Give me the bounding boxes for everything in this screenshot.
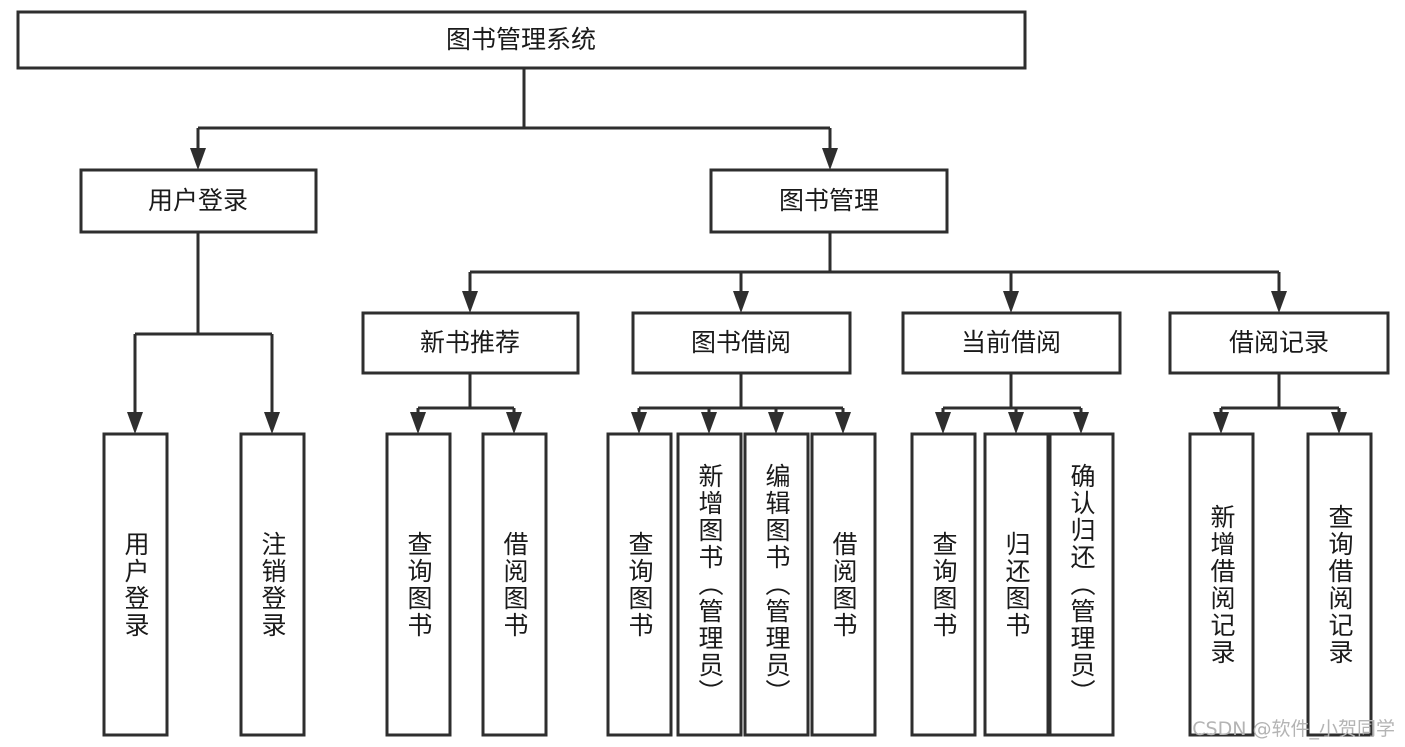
node-leaf-cur-query-book-box[interactable]	[910, 432, 977, 737]
arrowhead-leaf-borrow-edit-book	[768, 412, 784, 434]
arrowhead-book-borrow	[733, 291, 749, 313]
node-borrow-record[interactable]: 借阅记录	[1168, 311, 1390, 375]
node-leaf-user-logout-box[interactable]	[239, 432, 306, 737]
node-leaf-borrow-edit-book-box[interactable]	[743, 432, 810, 737]
node-user-login-label: 用户登录	[148, 186, 248, 215]
arrowhead-leaf-borrow-add-book	[701, 412, 717, 434]
node-leaf-rec-borrow-book-box[interactable]	[481, 432, 548, 737]
node-leaf-cur-confirm-return-box[interactable]	[1048, 432, 1115, 737]
arrowhead-leaf-user-logout	[264, 412, 280, 434]
node-book-borrow-label: 图书借阅	[691, 328, 791, 357]
node-borrow-record-label: 借阅记录	[1229, 328, 1329, 357]
node-leaf-rec-query-record-box[interactable]	[1306, 432, 1373, 737]
node-new-book-rec-label: 新书推荐	[420, 328, 520, 357]
node-leaf-borrow-borrow-book-box[interactable]	[810, 432, 877, 737]
node-layer: 图书管理系统 用户登录 图书管理 新书推荐 图书借阅 当前	[16, 10, 1390, 737]
node-root-label: 图书管理系统	[446, 25, 596, 54]
node-book-borrow-box[interactable]	[631, 311, 852, 375]
node-leaf-borrow-add-book-box[interactable]	[676, 432, 743, 737]
node-root-box[interactable]	[16, 10, 1027, 70]
arrowhead-new-book-rec	[462, 291, 478, 313]
node-book-manage-label: 图书管理	[779, 186, 879, 215]
arrowhead-leaf-rec-borrow-book	[506, 412, 522, 434]
connector-layer	[127, 68, 1347, 434]
node-new-book-rec-box[interactable]	[361, 311, 580, 375]
arrowhead-leaf-cur-confirm-return	[1073, 412, 1089, 434]
node-new-book-rec[interactable]: 新书推荐	[361, 311, 580, 375]
arrowhead-borrow-record	[1271, 291, 1287, 313]
arrowhead-leaf-rec-query-record	[1331, 412, 1347, 434]
arrowhead-book-manage	[822, 148, 838, 170]
node-leaf-rec-query-book-box[interactable]	[385, 432, 452, 737]
node-user-login[interactable]: 用户登录	[79, 168, 318, 234]
arrowhead-user-login	[190, 148, 206, 170]
node-leaf-borrow-query-book-box[interactable]	[606, 432, 673, 737]
node-borrow-record-box[interactable]	[1168, 311, 1390, 375]
node-current-borrow[interactable]: 当前借阅	[901, 311, 1122, 375]
node-user-login-box[interactable]	[79, 168, 318, 234]
csdn-watermark: CSDN @软件_小贺同学	[1192, 718, 1395, 740]
node-leaf-rec-add-record-box[interactable]	[1188, 432, 1255, 737]
arrowhead-leaf-cur-return-book	[1008, 412, 1024, 434]
node-leaf-user-login-box[interactable]	[102, 432, 169, 737]
node-root[interactable]: 图书管理系统	[16, 10, 1027, 70]
arrowhead-leaf-borrow-query-book	[631, 412, 647, 434]
arrowhead-leaf-user-login	[127, 412, 143, 434]
arrowhead-leaf-borrow-borrow-book	[835, 412, 851, 434]
arrowhead-leaf-rec-query-book	[410, 412, 426, 434]
arrowhead-leaf-rec-add-record	[1213, 412, 1229, 434]
node-current-borrow-label: 当前借阅	[961, 328, 1061, 357]
node-book-manage[interactable]: 图书管理	[709, 168, 949, 234]
node-book-manage-box[interactable]	[709, 168, 949, 234]
node-leaf-cur-return-book-box[interactable]	[983, 432, 1050, 737]
arrowhead-leaf-cur-query-book	[935, 412, 951, 434]
node-book-borrow[interactable]: 图书借阅	[631, 311, 852, 375]
arrowhead-current-borrow	[1003, 291, 1019, 313]
node-current-borrow-box[interactable]	[901, 311, 1122, 375]
